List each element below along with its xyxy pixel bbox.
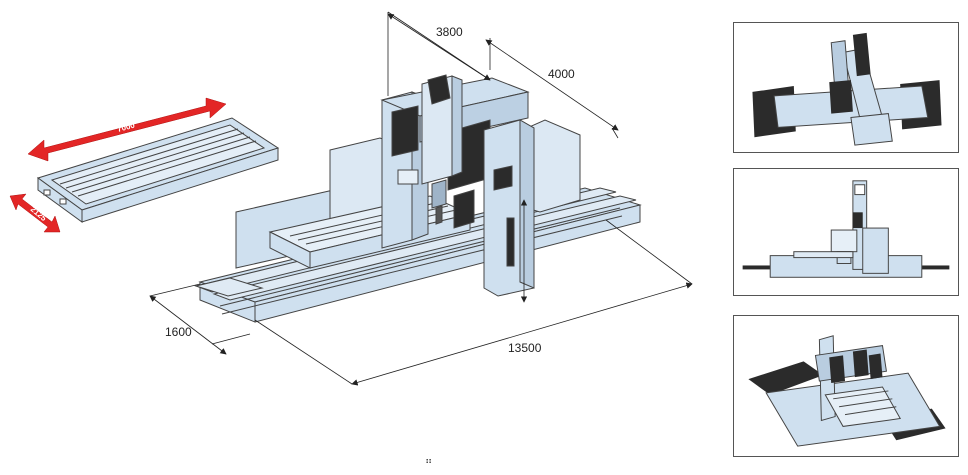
dimension-13500: 13500 (254, 219, 693, 386)
work-table (36, 117, 280, 223)
front-view-drawing (742, 180, 950, 278)
drag-handle-icon[interactable]: ⠶ (425, 456, 433, 467)
dim-4000-label: 4000 (548, 67, 575, 81)
dim-13500-label: 13500 (508, 341, 542, 355)
dim-3800-label: 3800 (436, 25, 463, 39)
iso-view-drawing (748, 335, 946, 447)
top-view-drawing (752, 32, 942, 146)
thumbnail-top-view[interactable] (733, 22, 959, 153)
gantry-machine (194, 74, 642, 323)
dim-1600-label: 1600 (165, 325, 192, 339)
dimension-1600: 1600 (149, 283, 251, 355)
dimension-4000: 4000 (485, 38, 619, 139)
thumbnail-iso-view[interactable] (733, 315, 959, 457)
table-length-arrow: 7000 (27, 97, 227, 162)
dimension-3800: 3800 (387, 11, 491, 96)
thumbnail-front-view[interactable] (733, 168, 959, 296)
